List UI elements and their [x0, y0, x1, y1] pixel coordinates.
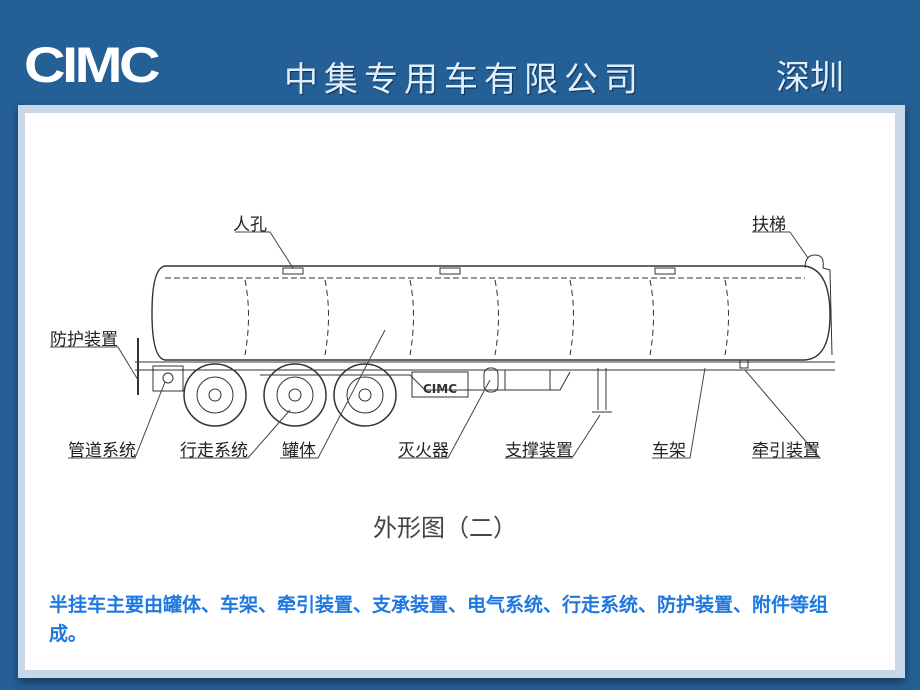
content-panel: CIMC 人孔 扶梯 防 [18, 105, 905, 678]
label-piping: 管道系统 [68, 441, 136, 461]
manhole-1 [282, 267, 304, 275]
figure-caption: 外形图（二） [373, 514, 517, 542]
label-tank: 罐体 [282, 441, 316, 461]
manhole-3 [654, 267, 676, 275]
label-ladder: 扶梯 [752, 215, 786, 235]
landing-gear [592, 368, 612, 413]
truck-logo: CIMC [423, 382, 457, 396]
description-text: 半挂车主要由罐体、车架、牵引装置、支承装置、电气系统、行走系统、防护装置、附件等… [49, 594, 829, 645]
content-area: CIMC 人孔 扶梯 防 [25, 113, 895, 670]
ladder [804, 254, 833, 356]
label-extinguisher: 灭火器 [398, 441, 449, 461]
wheels [183, 363, 397, 427]
kingpin [739, 360, 749, 369]
label-protection: 防护装置 [50, 330, 118, 350]
manhole-2 [439, 267, 461, 275]
leader-lines [50, 231, 822, 459]
label-landing-gear: 支撑装置 [505, 441, 573, 461]
tank-trailer-drawing: CIMC [50, 231, 835, 459]
header-city: 深圳 [776, 58, 844, 98]
toolbox [411, 371, 469, 398]
header-company: 中集专用车有限公司 [284, 60, 644, 100]
cimc-logo: CIMC [24, 37, 161, 93]
tank-baffles [244, 279, 729, 356]
label-kingpin: 牵引装置 [752, 441, 820, 461]
label-frame: 车架 [652, 441, 686, 461]
pipe-box [152, 365, 184, 392]
label-running-gear: 行走系统 [180, 441, 248, 461]
label-manhole: 人孔 [233, 215, 267, 235]
extinguisher-body [483, 367, 499, 393]
tank-body [151, 265, 831, 361]
